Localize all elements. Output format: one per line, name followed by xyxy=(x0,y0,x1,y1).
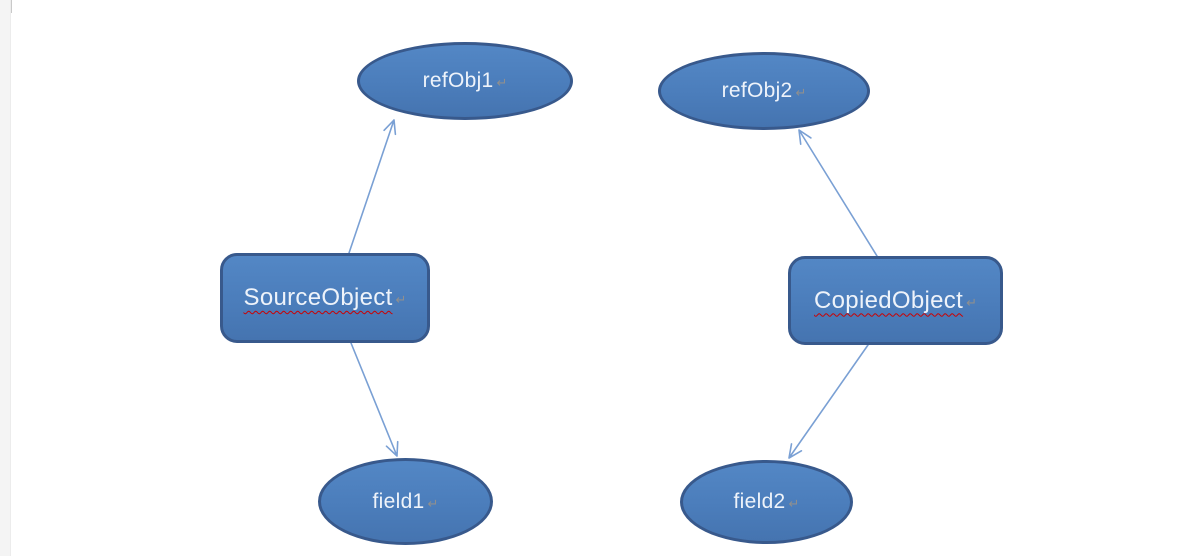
line-break-mark-icon: ↵ xyxy=(395,292,407,307)
node-copiedobject-label: CopiedObject xyxy=(814,286,964,314)
connector-sourceobject-to-refobj1[interactable] xyxy=(348,119,397,254)
node-refobj1[interactable]: refObj1 ↵ xyxy=(357,42,573,120)
node-refobj2[interactable]: refObj2 ↵ xyxy=(658,52,870,130)
line-break-mark-icon: ↵ xyxy=(966,294,977,310)
connector-sourceobject-to-field1[interactable] xyxy=(350,342,399,457)
line-break-mark-icon: ↵ xyxy=(795,85,807,100)
node-field2-label: field2 xyxy=(733,490,786,513)
node-refobj2-label: refObj2 xyxy=(721,79,793,102)
node-copiedobject[interactable]: CopiedObject ↵ xyxy=(788,256,1003,345)
node-sourceobject-label: SourceObject xyxy=(243,284,393,311)
caret-mark xyxy=(11,0,12,13)
line-break-mark-icon: ↵ xyxy=(496,75,508,90)
node-field2[interactable]: field2 ↵ xyxy=(680,460,853,544)
line-break-mark-icon: ↵ xyxy=(788,496,800,511)
connector-copiedobject-to-field2[interactable] xyxy=(788,344,869,459)
left-margin-strip xyxy=(0,0,11,556)
node-field1-label: field1 xyxy=(372,489,425,513)
node-sourceobject[interactable]: SourceObject ↵ xyxy=(220,253,430,343)
node-field1[interactable]: field1 ↵ xyxy=(318,458,493,545)
line-break-mark-icon: ↵ xyxy=(427,495,439,511)
connector-copiedobject-to-refobj2[interactable] xyxy=(798,129,878,257)
node-refobj1-label: refObj1 xyxy=(422,69,494,92)
